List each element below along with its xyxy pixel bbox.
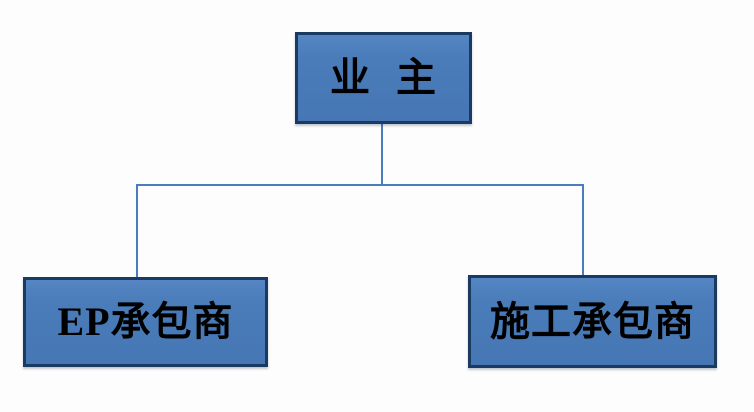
node-ep-contractor-label: EP承包商: [57, 299, 234, 344]
connector-crossbar: [136, 184, 584, 186]
node-ep-contractor: EP承包商: [23, 277, 268, 367]
connector-drop-to-construction-contractor: [582, 184, 584, 275]
connector-stem-from-owner: [381, 123, 383, 185]
node-owner-label: 业 主: [330, 55, 437, 100]
connector-drop-to-ep-contractor: [136, 184, 138, 277]
node-owner: 业 主: [295, 32, 472, 124]
node-construction-contractor: 施工承包商: [468, 275, 717, 368]
node-construction-contractor-label: 施工承包商: [490, 298, 695, 344]
